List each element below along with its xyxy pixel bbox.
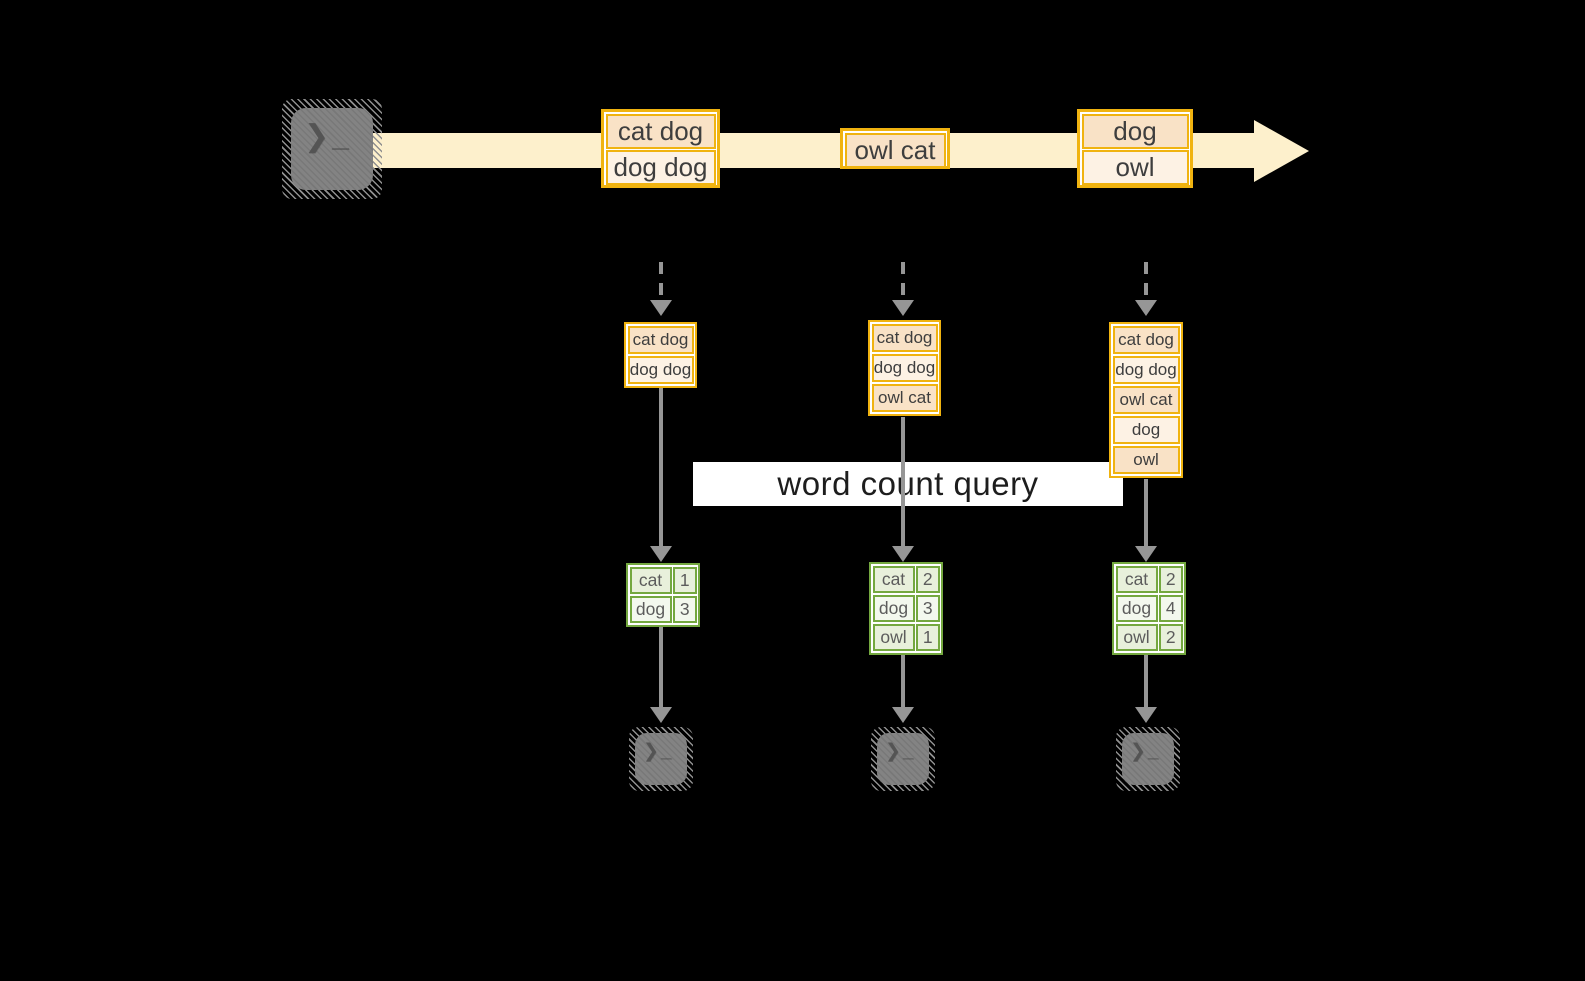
record-cell: cat dog bbox=[605, 113, 716, 149]
terminal-prompt-icon: ❯_ bbox=[885, 741, 916, 762]
count-word-cell: cat bbox=[629, 566, 672, 594]
dashed-arrow-head-icon bbox=[892, 300, 914, 316]
terminal-prompt-icon: ❯_ bbox=[1130, 741, 1161, 762]
query-arrow-head-icon bbox=[892, 546, 914, 562]
query-banner-label: word count query bbox=[777, 465, 1039, 502]
count-word-cell: dog bbox=[629, 595, 672, 623]
producer-terminal-icon: ❯_ bbox=[282, 99, 382, 199]
count-word-cell: cat bbox=[1115, 565, 1158, 593]
stream-record-box-2: owl cat bbox=[840, 128, 950, 169]
query-arrow-head-icon bbox=[650, 546, 672, 562]
record-cell: owl cat bbox=[844, 132, 946, 168]
consumer-terminal-icon: ❯_ bbox=[629, 727, 693, 791]
stream-record-box-1: cat dog dog dog bbox=[601, 109, 720, 188]
buffer-cell: dog bbox=[1112, 415, 1180, 444]
record-cell: dog dog bbox=[605, 150, 716, 185]
dashed-arrow-head-icon bbox=[650, 300, 672, 316]
buffer-cell: cat dog bbox=[1112, 325, 1180, 354]
terminal-body: ❯_ bbox=[1122, 733, 1174, 785]
query-arrow-shaft bbox=[901, 417, 905, 547]
output-arrow-head-icon bbox=[892, 707, 914, 723]
buffer-cell: cat dog bbox=[871, 323, 938, 352]
count-value-cell: 1 bbox=[916, 623, 940, 651]
dashed-arrow-shaft bbox=[901, 262, 905, 302]
record-cell: dog bbox=[1081, 113, 1189, 149]
count-value-cell: 3 bbox=[673, 595, 697, 623]
count-table-1: cat 1 dog 3 bbox=[626, 563, 700, 627]
count-value-cell: 1 bbox=[673, 566, 697, 594]
terminal-prompt-icon: ❯_ bbox=[643, 741, 674, 762]
count-value-cell: 2 bbox=[1159, 623, 1183, 651]
buffer-stack-2: cat dog dog dog owl cat bbox=[868, 320, 941, 416]
stream-record-box-3: dog owl bbox=[1077, 109, 1193, 188]
consumer-terminal-icon: ❯_ bbox=[1116, 727, 1180, 791]
dashed-arrow-head-icon bbox=[1135, 300, 1157, 316]
terminal-body: ❯_ bbox=[877, 733, 929, 785]
buffer-stack-3: cat dog dog dog owl cat dog owl bbox=[1109, 322, 1183, 478]
consumer-terminal-icon: ❯_ bbox=[871, 727, 935, 791]
count-word-cell: owl bbox=[872, 623, 915, 651]
buffer-cell: dog dog bbox=[871, 353, 938, 382]
query-banner: word count query bbox=[693, 462, 1123, 506]
buffer-cell: owl cat bbox=[1112, 385, 1180, 414]
count-value-cell: 3 bbox=[916, 594, 940, 622]
count-word-cell: owl bbox=[1115, 623, 1158, 651]
output-arrow-head-icon bbox=[650, 707, 672, 723]
output-arrow-head-icon bbox=[1135, 707, 1157, 723]
terminal-body: ❯_ bbox=[291, 108, 373, 190]
buffer-cell: cat dog bbox=[627, 325, 694, 354]
buffer-cell: owl cat bbox=[871, 383, 938, 412]
stream-arrow-head-icon bbox=[1254, 120, 1309, 182]
query-arrow-shaft bbox=[659, 387, 663, 547]
terminal-body: ❯_ bbox=[635, 733, 687, 785]
buffer-cell: owl bbox=[1112, 445, 1180, 474]
count-table-3: cat 2 dog 4 owl 2 bbox=[1112, 562, 1186, 655]
count-word-cell: dog bbox=[872, 594, 915, 622]
buffer-cell: dog dog bbox=[627, 355, 694, 384]
count-word-cell: dog bbox=[1115, 594, 1158, 622]
terminal-prompt-icon: ❯_ bbox=[304, 120, 352, 153]
output-arrow-shaft bbox=[901, 655, 905, 708]
count-value-cell: 2 bbox=[1159, 565, 1183, 593]
buffer-stack-1: cat dog dog dog bbox=[624, 322, 697, 388]
dashed-arrow-shaft bbox=[659, 262, 663, 302]
output-arrow-shaft bbox=[1144, 655, 1148, 708]
record-cell: owl bbox=[1081, 150, 1189, 185]
count-table-2: cat 2 dog 3 owl 1 bbox=[869, 562, 943, 655]
query-arrow-shaft bbox=[1144, 479, 1148, 547]
output-arrow-shaft bbox=[659, 627, 663, 708]
buffer-cell: dog dog bbox=[1112, 355, 1180, 384]
count-word-cell: cat bbox=[872, 565, 915, 593]
count-value-cell: 4 bbox=[1159, 594, 1183, 622]
query-arrow-head-icon bbox=[1135, 546, 1157, 562]
count-value-cell: 2 bbox=[916, 565, 940, 593]
dashed-arrow-shaft bbox=[1144, 262, 1148, 302]
